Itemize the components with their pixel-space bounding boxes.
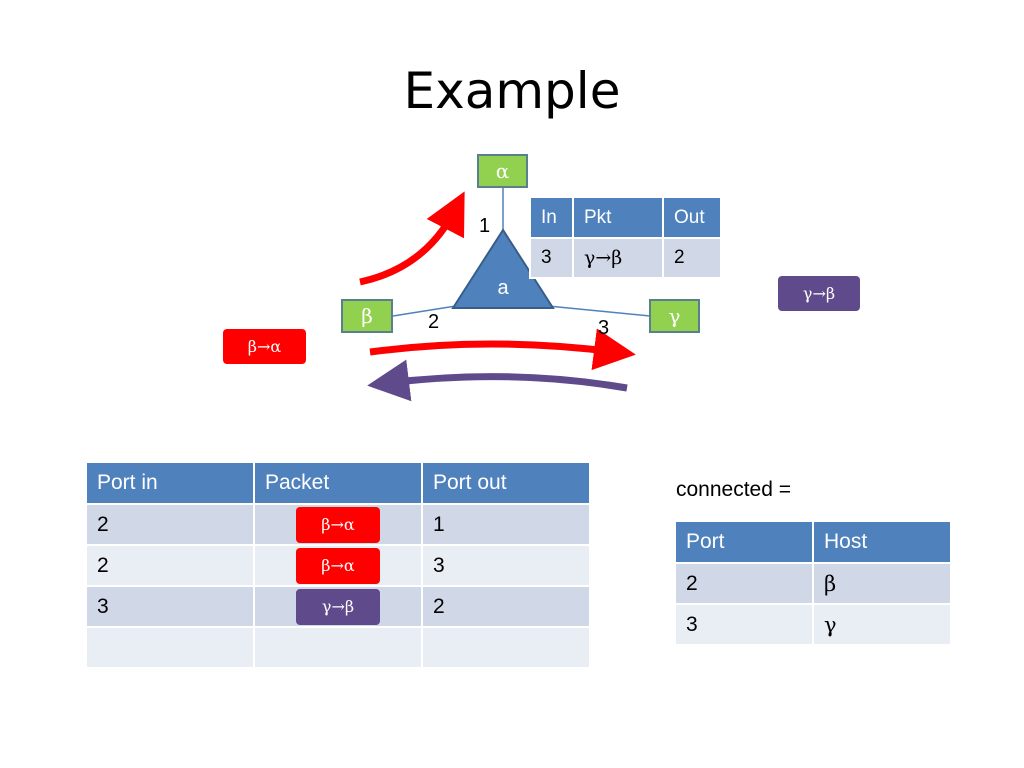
- flow-cell-out: [421, 626, 591, 669]
- packet-beta-alpha: β→α: [223, 329, 306, 364]
- table-row: 2 β→α 3: [85, 544, 591, 587]
- switch-label: a: [497, 277, 509, 299]
- table-row: 2 β→α 1: [85, 503, 591, 546]
- host-gamma: γ: [649, 299, 700, 333]
- packet-gamma-beta: γ→β: [778, 276, 860, 311]
- flow-packet-badge: β→α: [296, 506, 380, 543]
- table-row: 3 γ→β 2: [85, 585, 591, 628]
- switch-table-header-out: Out: [662, 196, 722, 239]
- link-gamma: [547, 305, 651, 317]
- flow-packet-badge: γ→β: [296, 588, 380, 625]
- connected-cell-port: 2: [674, 562, 814, 605]
- flow-cell-in: 2: [85, 544, 255, 587]
- purple-arrow-left: [367, 359, 628, 402]
- table-row: [85, 626, 591, 669]
- table-row: 2 β: [674, 562, 952, 605]
- flow-cell-in: 2: [85, 503, 255, 546]
- connected-header-host: Host: [812, 520, 952, 564]
- flow-cell-packet: [253, 626, 423, 669]
- switch-table-cell-out: 2: [662, 237, 722, 279]
- connected-cell-host: γ: [812, 603, 952, 646]
- slide-title: Example: [403, 62, 621, 120]
- connected-cell-host: β: [812, 562, 952, 605]
- table-row: 3 γ: [674, 603, 952, 646]
- connected-cell-port: 3: [674, 603, 814, 646]
- flow-table: Port in Packet Port out 2 β→α 1 2 β→α 3 …: [85, 461, 591, 669]
- switch-a: [451, 228, 555, 309]
- port-label-1: 1: [479, 215, 491, 237]
- flow-table-header-port-out: Port out: [421, 461, 591, 505]
- link-beta: [392, 304, 463, 317]
- switch-table-header-in: In: [529, 196, 574, 239]
- flow-table-header-port-in: Port in: [85, 461, 255, 505]
- switch-table-cell-in: 3: [529, 237, 574, 279]
- connected-table: Port Host 2 β 3 γ: [674, 520, 952, 646]
- port-label-3: 3: [598, 317, 610, 339]
- connected-label: connected =: [676, 478, 792, 501]
- host-alpha: α: [477, 154, 528, 188]
- red-arrow-right: [369, 328, 636, 371]
- flow-packet-badge: β→α: [296, 547, 380, 584]
- flow-cell-in: [85, 626, 255, 669]
- flow-table-header-packet: Packet: [253, 461, 423, 505]
- switch-table: In Pkt Out 3 γ→β 2: [529, 196, 722, 279]
- connected-header-port: Port: [674, 520, 814, 564]
- host-beta: β: [341, 299, 393, 333]
- flow-cell-out: 1: [421, 503, 591, 546]
- port-label-2: 2: [428, 311, 440, 333]
- flow-cell-out: 3: [421, 544, 591, 587]
- flow-cell-out: 2: [421, 585, 591, 628]
- switch-table-header-pkt: Pkt: [572, 196, 664, 239]
- flow-cell-in: 3: [85, 585, 255, 628]
- red-arrow-up: [359, 191, 465, 286]
- switch-table-cell-pkt: γ→β: [572, 237, 664, 279]
